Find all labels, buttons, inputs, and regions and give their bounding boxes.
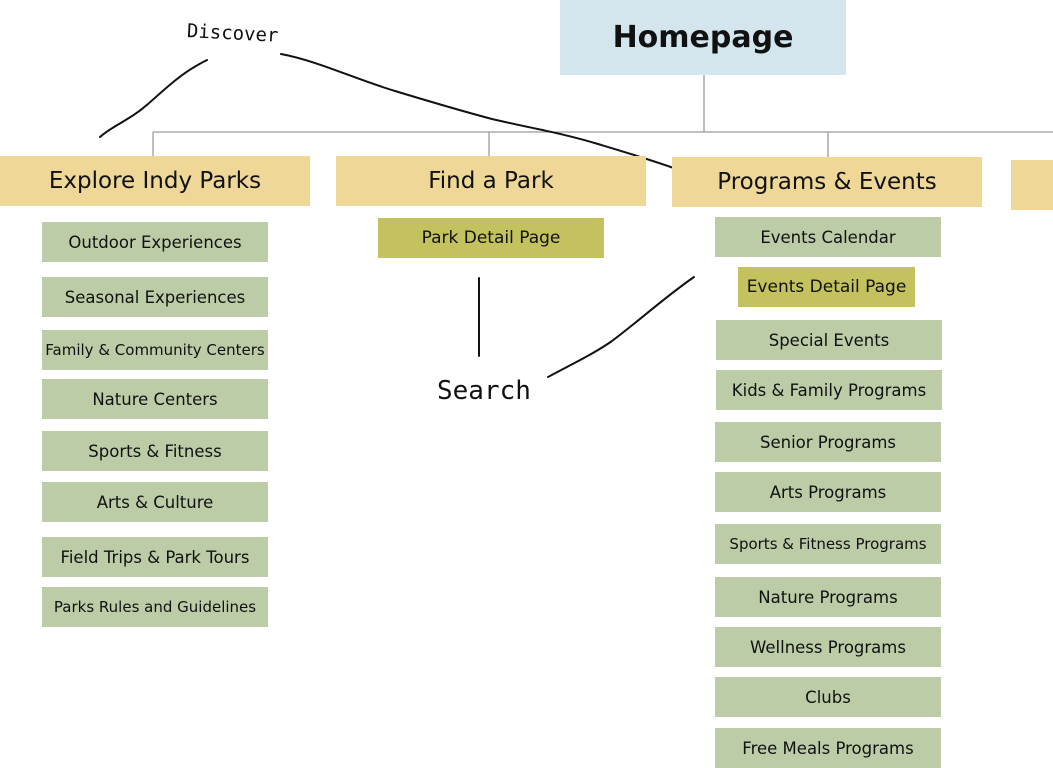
field-trips-park-tours-label: Field Trips & Park Tours <box>60 547 250 567</box>
arts-culture-label: Arts & Culture <box>96 492 214 512</box>
homepage-label: Homepage <box>612 20 794 55</box>
family-community-centers-label: Family & Community Centers <box>45 341 265 359</box>
parks-rules-guidelines-label: Parks Rules and Guidelines <box>53 598 257 616</box>
seasonal-experiences-node: Seasonal Experiences <box>42 277 268 317</box>
nature-programs-node: Nature Programs <box>715 577 941 617</box>
free-meals-programs-label: Free Meals Programs <box>742 738 914 758</box>
sports-fitness-programs-label: Sports & Fitness Programs <box>729 535 927 553</box>
field-trips-park-tours-node: Field Trips & Park Tours <box>42 537 268 577</box>
programs-events-label: Programs & Events <box>717 169 937 195</box>
sports-fitness-programs-node: Sports & Fitness Programs <box>715 524 941 564</box>
free-meals-programs-node: Free Meals Programs <box>715 728 941 768</box>
park-detail-page-label: Park Detail Page <box>421 228 561 248</box>
search-stroke-right <box>547 276 695 378</box>
arts-programs-label: Arts Programs <box>769 482 887 502</box>
arts-programs-node: Arts Programs <box>715 472 941 512</box>
events-detail-page-label: Events Detail Page <box>746 277 907 297</box>
events-detail-page-node: Events Detail Page <box>738 267 915 307</box>
discover-annotation: Discover <box>186 20 279 47</box>
special-events-label: Special Events <box>768 330 890 350</box>
clubs-label: Clubs <box>805 687 851 707</box>
events-calendar-label: Events Calendar <box>760 227 896 247</box>
explore-indy-parks-label: Explore Indy Parks <box>48 168 262 194</box>
senior-programs-node: Senior Programs <box>715 422 941 462</box>
programs-events-header: Programs & Events <box>672 157 982 207</box>
partial-section-header <box>1011 160 1053 210</box>
clubs-node: Clubs <box>715 677 941 717</box>
events-calendar-node: Events Calendar <box>715 217 941 257</box>
nature-centers-label: Nature Centers <box>92 389 218 409</box>
discover-annotation-label: Discover <box>186 20 279 47</box>
find-a-park-header: Find a Park <box>336 156 646 206</box>
seasonal-experiences-label: Seasonal Experiences <box>64 287 246 307</box>
senior-programs-label: Senior Programs <box>759 432 896 452</box>
homepage-node: Homepage <box>560 0 846 75</box>
special-events-node: Special Events <box>716 320 942 360</box>
family-community-centers-node: Family & Community Centers <box>42 330 268 370</box>
parks-rules-guidelines-node: Parks Rules and Guidelines <box>42 587 268 627</box>
arts-culture-node: Arts & Culture <box>42 482 268 522</box>
sports-fitness-node: Sports & Fitness <box>42 431 268 471</box>
nature-programs-label: Nature Programs <box>758 587 898 607</box>
sports-fitness-label: Sports & Fitness <box>88 441 222 461</box>
find-a-park-label: Find a Park <box>428 168 554 194</box>
search-annotation-label: Search <box>437 376 531 406</box>
outdoor-experiences-label: Outdoor Experiences <box>68 232 242 252</box>
nature-centers-node: Nature Centers <box>42 379 268 419</box>
explore-indy-parks-header: Explore Indy Parks <box>0 156 310 206</box>
kids-family-programs-label: Kids & Family Programs <box>731 380 927 400</box>
park-detail-page-node: Park Detail Page <box>378 218 604 258</box>
search-annotation: Search <box>437 376 531 406</box>
wellness-programs-node: Wellness Programs <box>715 627 941 667</box>
kids-family-programs-node: Kids & Family Programs <box>716 370 942 410</box>
discover-stroke-left <box>99 59 208 138</box>
outdoor-experiences-node: Outdoor Experiences <box>42 222 268 262</box>
wellness-programs-label: Wellness Programs <box>750 637 906 657</box>
